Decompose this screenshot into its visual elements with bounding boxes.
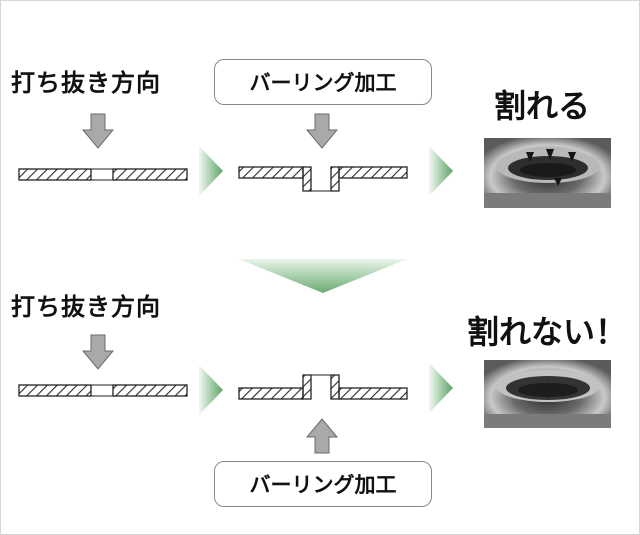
result-label-top: 割れる: [494, 87, 591, 125]
result-label-bottom: 割れない！: [467, 313, 628, 351]
uncracked-part-photo: [484, 360, 611, 428]
burring-label-top: バーリング加工: [249, 71, 397, 95]
plate-burred-down-top: [238, 166, 408, 192]
plate-burred-up-bottom: [238, 374, 408, 400]
punch-direction-label-top: 打ち抜き方向: [11, 69, 161, 97]
punch-direction-label-bottom: 打ち抜き方向: [11, 293, 161, 321]
flow-arrow-bottom-1: [199, 365, 223, 415]
burring-box-bottom: バーリング加工: [214, 461, 432, 507]
cracked-part-photo: [484, 138, 611, 208]
plate-pierced-bottom: [18, 384, 188, 397]
flow-arrow-bottom-2: [429, 363, 453, 413]
plate-pierced-top: [18, 168, 188, 181]
down-arrow-icon-bottom-left: [81, 334, 115, 370]
down-arrow-icon-top-left: [81, 113, 115, 149]
flow-arrow-top-2: [429, 146, 453, 196]
burring-label-bottom: バーリング加工: [249, 473, 397, 497]
flow-arrow-top-1: [199, 146, 223, 196]
flow-arrow-down-center: [239, 259, 407, 293]
burring-box-top: バーリング加工: [214, 59, 432, 105]
up-arrow-icon-bottom-middle: [305, 418, 339, 454]
down-arrow-icon-top-middle: [305, 113, 339, 149]
